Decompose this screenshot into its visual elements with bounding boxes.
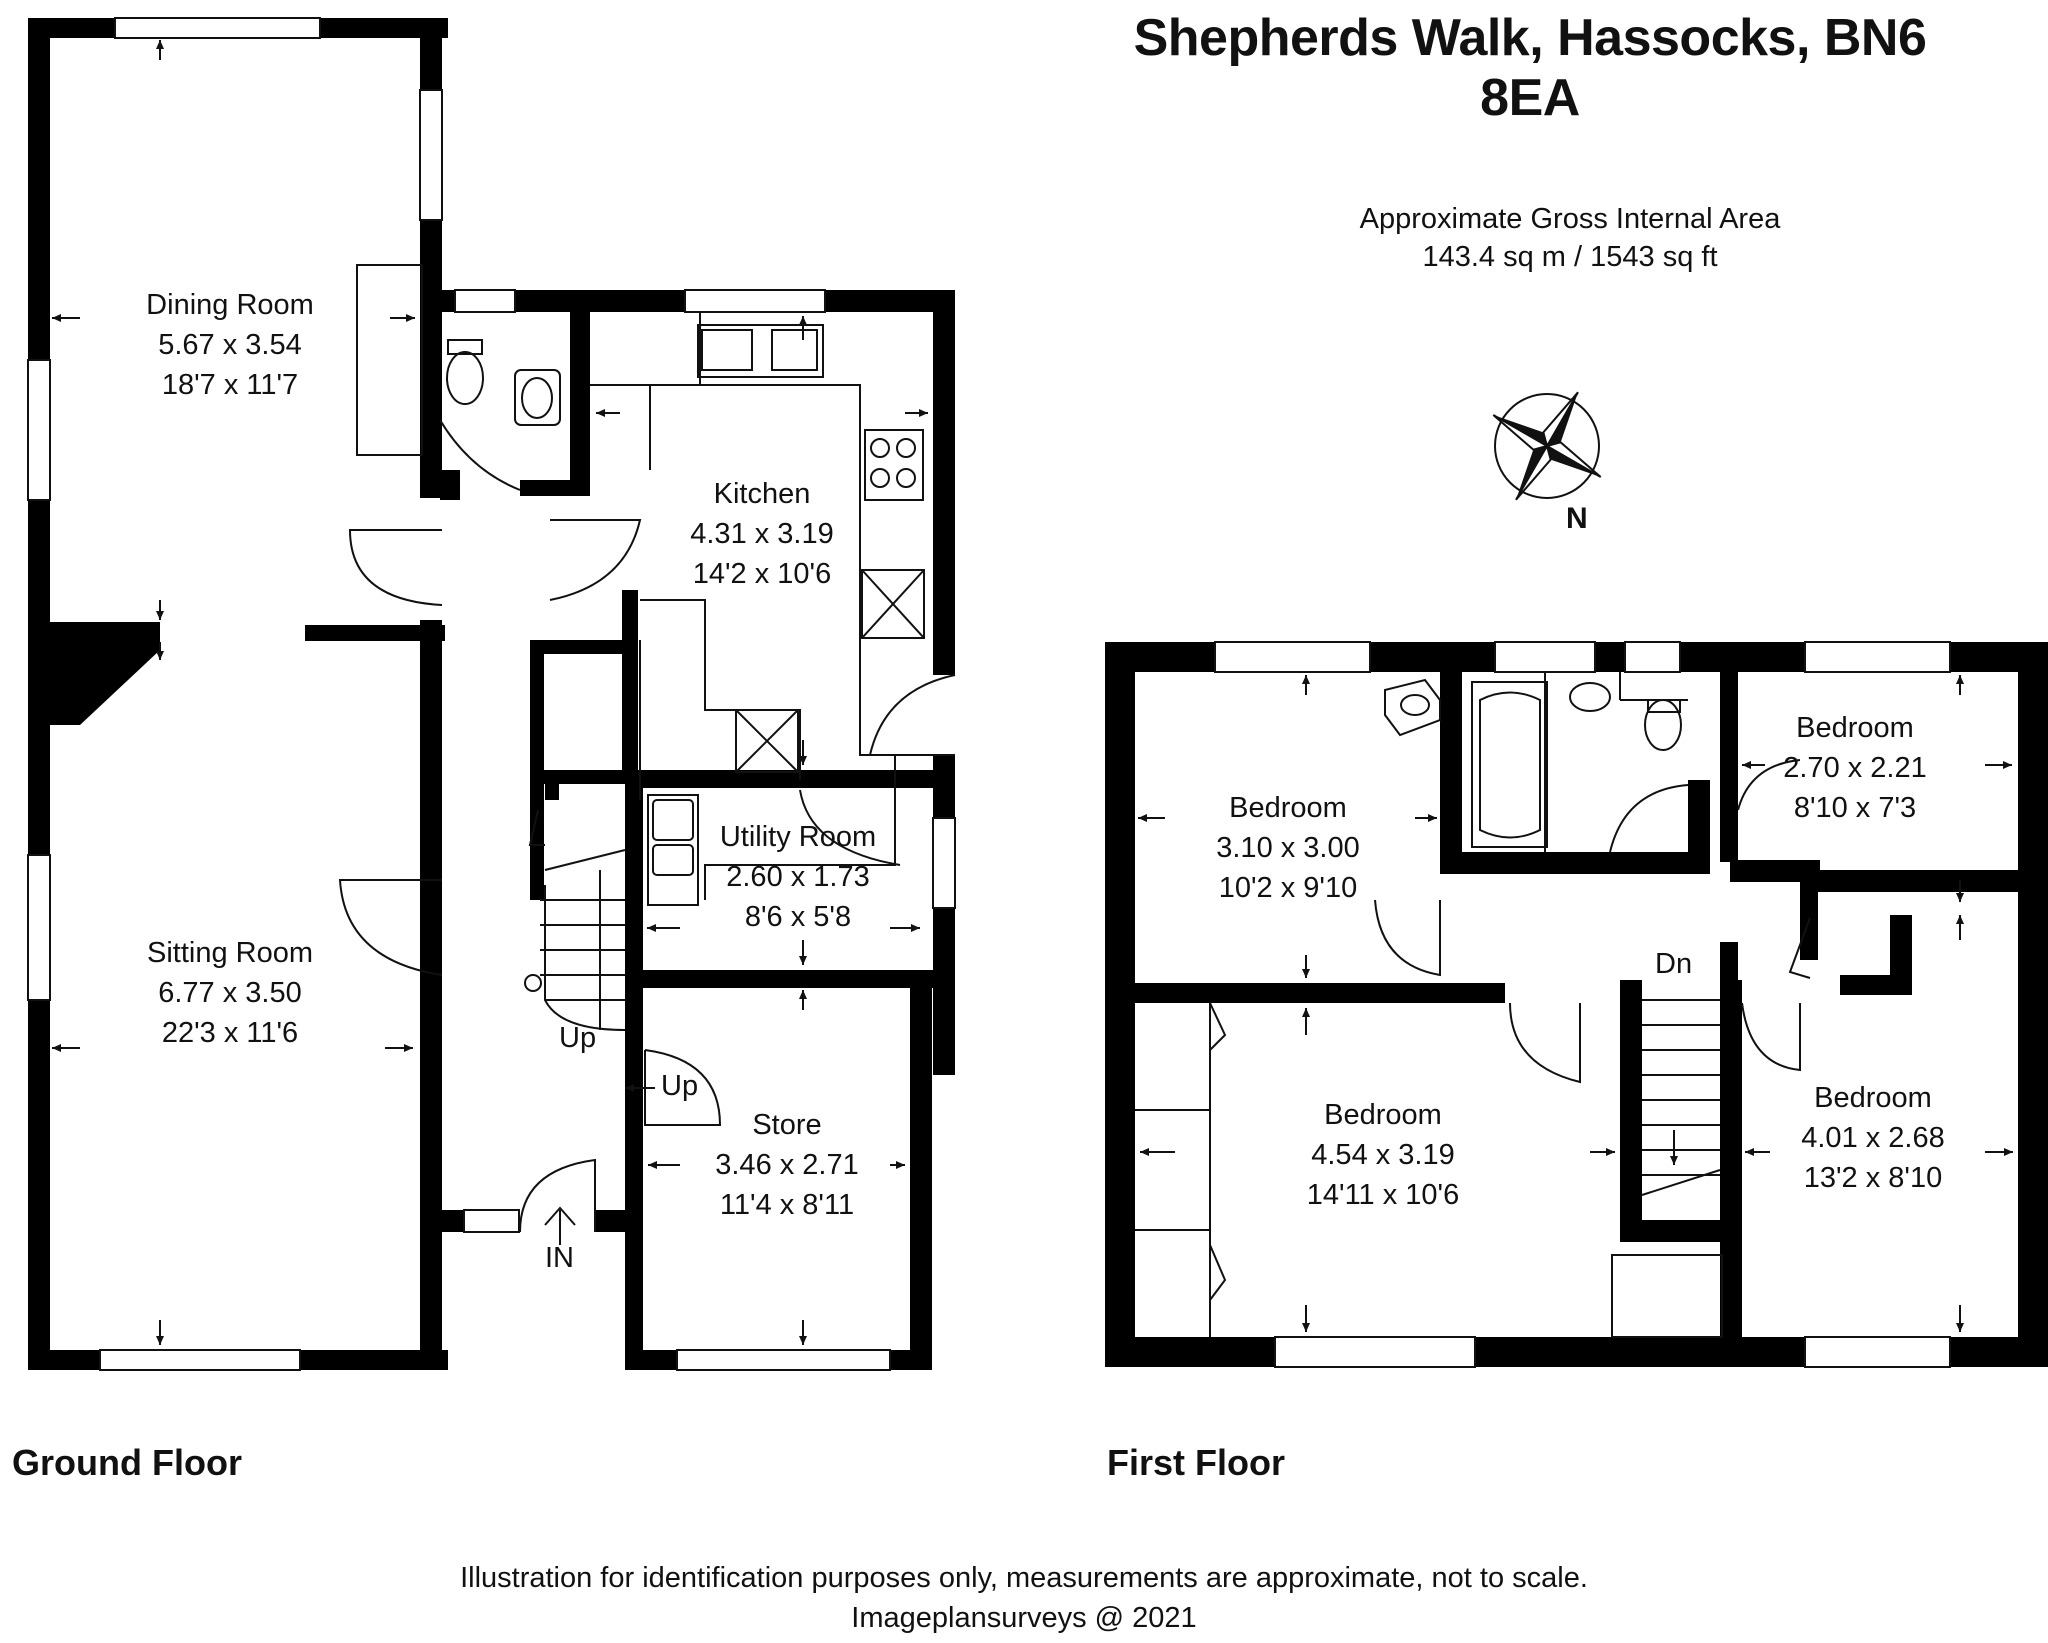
room-imperial: 8'10 x 7'3 [1793,792,1917,824]
room-metric: 3.46 x 2.71 [715,1149,859,1181]
ground-floor-dimension-arrows [52,40,928,1345]
room-metric: 4.01 x 2.68 [1801,1122,1945,1154]
room-metric: 4.31 x 3.19 [690,518,834,550]
room-kitchen: Kitchen 4.31 x 3.19 14'2 x 10'6 [690,474,834,594]
first-floor-windows [1214,641,1951,1368]
gross-area-label: Approximate Gross Internal Area [1359,203,1781,235]
entrance-arrow [544,1206,576,1245]
stair-up-label: Up [559,1022,597,1054]
stair-down-label: Dn [1655,948,1693,980]
ground-floor-fixtures [356,264,925,1126]
gross-area-value: 143.4 sq m / 1543 sq ft [1422,241,1718,273]
ground-floor-plan [27,17,956,1371]
room-store: Store 3.46 x 2.71 11'4 x 8'11 [715,1105,859,1225]
room-metric: 5.67 x 3.54 [158,329,302,361]
room-metric: 2.60 x 1.73 [726,861,870,893]
room-imperial: 10'2 x 9'10 [1218,872,1358,904]
room-imperial: 22'3 x 11'6 [161,1017,299,1049]
first-floor-fixtures [1135,672,1723,1338]
room-name: Bedroom [1229,792,1347,824]
room-bedroom-1: Bedroom 3.10 x 3.00 10'2 x 9'10 [1216,788,1360,908]
first-floor-label: First Floor [1107,1442,1285,1483]
page-title: Shepherds Walk, Hassocks, BN6 8EA [1133,9,1927,127]
ground-floor-doors [338,419,956,1233]
room-bedroom-4: Bedroom 4.01 x 2.68 13'2 x 8'10 [1801,1078,1945,1198]
room-imperial: 14'2 x 10'6 [692,558,832,590]
room-metric: 6.77 x 3.50 [158,977,302,1009]
room-imperial: 13'2 x 8'10 [1803,1162,1943,1194]
first-floor-plan [1105,641,2048,1368]
compass-rose-icon [1492,391,1602,501]
first-floor-doors [1209,759,1811,1301]
room-imperial: 18'7 x 11'7 [161,369,299,401]
room-sitting-room: Sitting Room 6.77 x 3.50 22'3 x 11'6 [147,933,313,1053]
room-imperial: 11'4 x 8'11 [719,1189,855,1221]
ground-floor-windows [27,17,956,1371]
room-imperial: 14'11 x 10'6 [1306,1179,1460,1211]
room-name: Kitchen [713,478,811,510]
ground-floor-label: Ground Floor [12,1442,242,1483]
room-name: Store [752,1109,822,1141]
room-name: Bedroom [1796,712,1914,744]
disclaimer-text: Illustration for identification purposes… [460,1562,1588,1594]
room-dining-room: Dining Room 5.67 x 3.54 18'7 x 11'7 [146,285,314,405]
room-imperial: 8'6 x 5'8 [744,901,852,933]
entrance-label: IN [545,1242,574,1274]
gross-internal-area: Approximate Gross Internal Area 143.4 sq… [1260,200,1880,276]
north-label: N [1566,502,1588,535]
first-floor-dimension-arrows [1138,675,2013,1332]
room-name: Bedroom [1324,1099,1442,1131]
footer: Illustration for identification purposes… [0,1558,2048,1638]
room-bedroom-3: Bedroom 4.54 x 3.19 14'11 x 10'6 [1307,1095,1459,1215]
copyright-text: Imageplansurveys @ 2021 [851,1602,1197,1634]
room-metric: 2.70 x 2.21 [1783,752,1927,784]
room-metric: 4.54 x 3.19 [1311,1139,1455,1171]
room-name: Utility Room [719,821,877,853]
room-name: Sitting Room [146,937,314,969]
room-utility-room: Utility Room 2.60 x 1.73 8'6 x 5'8 [720,817,876,937]
room-bedroom-2: Bedroom 2.70 x 2.21 8'10 x 7'3 [1783,708,1927,828]
room-name: Dining Room [146,289,314,321]
room-name: Bedroom [1814,1082,1932,1114]
stair-up-label: Up [661,1070,699,1102]
room-metric: 3.10 x 3.00 [1216,832,1360,864]
